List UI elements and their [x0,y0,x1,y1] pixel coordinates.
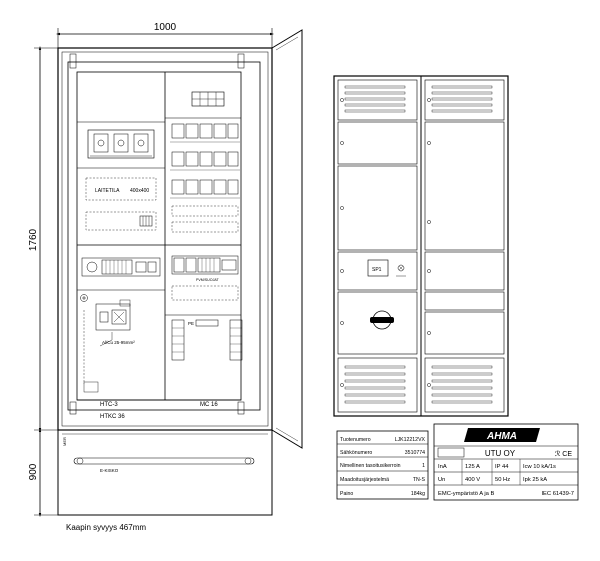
protection-row: PVM/SUOJAT [171,255,239,301]
rating-row-value: 1 [422,463,425,469]
spec-cell: 125 A [465,464,480,470]
side-label: MER [62,437,67,446]
vent-top-left [344,85,406,113]
brand-name: AHMA [486,431,517,442]
breaker-row-1 [171,123,239,139]
vent-bottom-right [431,365,493,404]
lower-right-label: MC 16 [200,402,218,408]
fuse-switch [87,129,155,159]
breaker-grid [170,123,240,233]
rating-plate: Tuotenumero LJK12212VX Sähkönumero 35107… [336,430,429,500]
equipment-panel-label: LAITETILA [95,188,120,194]
rating-row-label: Nimellinen tasoitusikerroin [340,463,401,469]
din-rail-left [81,257,161,277]
breaker-row-note: PVM/SUOJAT [196,278,220,282]
spec-cell: Un [438,477,445,483]
lower-left-label-2: HTKC 36 [100,414,125,420]
rating-row-label: Maadoitusjärjestelmä [340,477,389,483]
spec-cell: InA [438,464,447,470]
indicator-lamp [396,264,406,277]
company-name: UTU OY [485,449,516,458]
rating-row-label: Sähkönumero [340,450,372,456]
brand-plate: AHMA UTU OY ℛ CE InA 125 A IP 44 Icw 10 … [433,423,579,501]
pe-label: PE [188,321,194,326]
closed-front-view: SP1 [333,75,509,417]
cable-entry-area: Al/Cu 25-95mm² [80,294,135,393]
terminal-block-top [191,91,225,107]
dimension-height-lower: 900 [28,428,58,517]
base-label: E-KISKO [100,468,119,473]
spec-cell: Icw 10 kA/1s [523,464,556,470]
rating-row-value: 184kg [411,491,425,497]
front-left-column: SP1 [337,79,418,413]
equipment-space: LAITETILA 400x400 [85,177,157,231]
width-label: 1000 [154,22,177,33]
breaker-row-3 [171,179,239,195]
spec-cell: 50 Hz [495,477,510,483]
breaker-row-2 [171,151,239,167]
dimension-width: 1000 [56,22,274,50]
spec-cell: Ipk 25 kA [523,477,547,483]
rating-row-label: Tuotenumero [340,437,371,443]
vent-top-right [431,85,493,113]
front-right-column [424,79,505,413]
open-door [271,29,303,449]
equipment-size-label: 400x400 [130,188,149,194]
spec-cell: IP 44 [495,464,509,470]
open-cabinet-view: LAITETILA 400x400 [57,29,303,532]
rating-row-value: 3510774 [405,450,425,456]
main-switch-handle [370,310,394,330]
cable-note: Al/Cu 25-95mm² [102,340,135,345]
emc-footer: EMC-ympäristö A ja B [438,491,495,497]
spec-cell: 400 V [465,477,480,483]
rating-row-label: Paino [340,491,353,497]
rating-row-value: LJK12212VX [395,437,426,443]
height-lower-label: 900 [28,463,39,480]
cabinet-base: E-KISKO MER [57,429,273,516]
height-upper-label: 1760 [28,228,39,251]
depth-note: Kaapin syvyys 467mm [66,523,146,532]
brand-logo: AHMA [464,428,540,442]
certification-marks: ℛ CE [555,450,573,458]
dimension-height-upper: 1760 [28,46,58,432]
vent-bottom-left [344,365,406,404]
lower-left-label-1: HTC-3 [100,402,118,408]
standard-footer: IEC 61439-7 [541,491,574,497]
switch-label: SP1 [372,267,382,273]
rating-row-value: TN-S [413,477,426,483]
pe-bar-area: PE [171,319,243,361]
